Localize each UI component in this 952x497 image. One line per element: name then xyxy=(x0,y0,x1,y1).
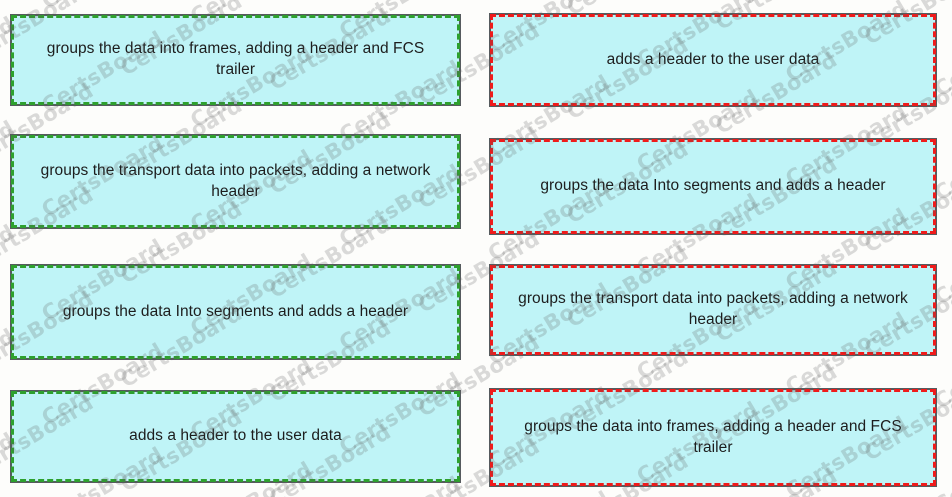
option-label: groups the data into frames, adding a he… xyxy=(46,40,425,78)
option-label: groups the data Into segments and adds a… xyxy=(540,177,886,195)
option-box-right-3[interactable]: groups the transport data into packets, … xyxy=(489,264,937,356)
option-box-left-4[interactable]: adds a header to the user data xyxy=(10,390,461,483)
option-label: groups the data into frames, adding a he… xyxy=(524,417,902,456)
option-label: adds a header to the user data xyxy=(129,427,342,445)
option-box-left-1[interactable]: groups the data into frames, adding a he… xyxy=(10,14,461,106)
option-box-left-3[interactable]: groups the data Into segments and adds a… xyxy=(10,264,461,360)
option-label: groups the data Into segments and adds a… xyxy=(62,302,409,320)
option-label: adds a header to the user data xyxy=(606,50,820,68)
option-box-right-2[interactable]: groups the data Into segments and adds a… xyxy=(489,138,937,235)
option-label: groups the transport data into packets, … xyxy=(518,290,908,328)
option-label: groups the transport data into packets, … xyxy=(40,161,431,200)
option-box-right-4[interactable]: groups the data into frames, adding a he… xyxy=(489,388,937,487)
option-box-left-2[interactable]: groups the transport data into packets, … xyxy=(10,134,461,229)
option-box-right-1[interactable]: adds a header to the user data xyxy=(489,13,937,107)
